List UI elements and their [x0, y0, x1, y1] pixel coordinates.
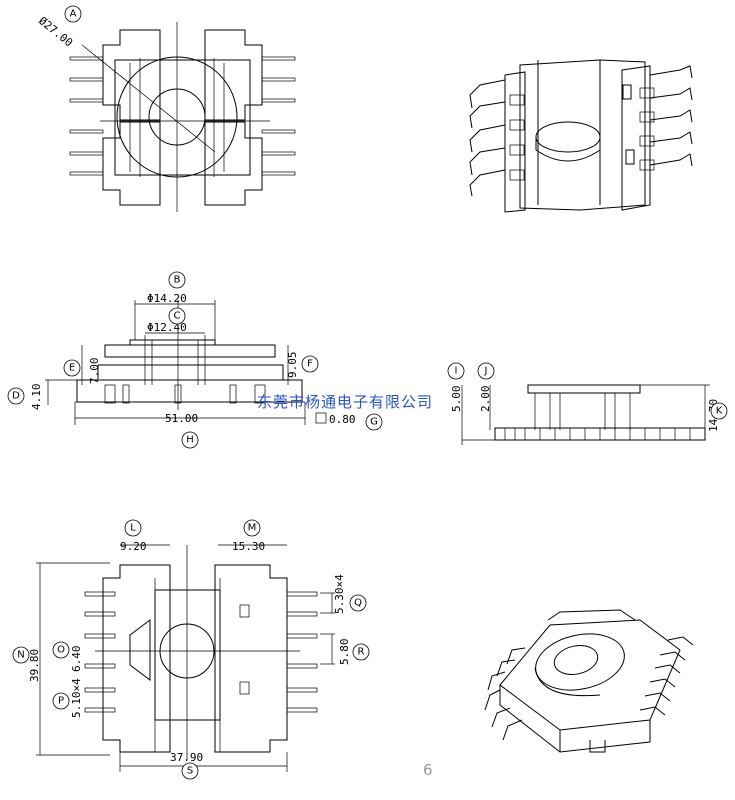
label-f: F [301, 355, 319, 373]
label-m: M [243, 519, 261, 537]
dim-4-10: 4.10 [30, 384, 43, 411]
dim-9-05: 9.05 [286, 352, 299, 379]
svg-text:L: L [130, 523, 136, 534]
svg-text:R: R [358, 647, 365, 658]
svg-text:E: E [69, 363, 75, 374]
page-number: 6 [423, 761, 433, 779]
label-j: J [477, 362, 495, 380]
svg-text:K: K [716, 406, 723, 417]
label-n: N [12, 646, 30, 664]
dim-9-20: 9.20 [120, 540, 147, 553]
label-e: E [63, 359, 81, 377]
label-g: G [365, 413, 383, 431]
dim-6-40: 6.40 [70, 646, 83, 673]
label-l: L [124, 519, 142, 537]
dim-37-90: 37.90 [170, 751, 203, 764]
top-view: Ø27.00 A [36, 5, 296, 212]
dim-5-10x4: 5.10×4 [70, 678, 83, 718]
front-view: Φ14.20 Φ12.40 7.00 9.05 4.10 51.00 0.80 … [7, 271, 383, 449]
label-i: I [447, 362, 465, 380]
label-p: P [52, 692, 70, 710]
dim-5-30x4: 5.30×4 [333, 574, 346, 614]
svg-text:J: J [484, 366, 488, 377]
dim-5-80: 5.80 [338, 639, 351, 666]
svg-text:M: M [248, 523, 257, 534]
label-h: H [181, 431, 199, 449]
label-o: O [52, 641, 70, 659]
dim-phi-14-20: Φ14.20 [147, 292, 187, 305]
label-d: D [7, 387, 25, 405]
svg-text:P: P [58, 696, 64, 707]
svg-text:I: I [455, 366, 458, 377]
svg-text:G: G [370, 417, 378, 428]
dim-7-00: 7.00 [88, 358, 101, 385]
label-r: R [352, 643, 370, 661]
svg-text:C: C [174, 311, 181, 322]
svg-text:N: N [17, 650, 24, 661]
bottom-view: 9.20 15.30 39.80 6.40 5.10×4 5.30×4 5.80… [12, 519, 370, 780]
dim-2-00: 2.00 [479, 386, 492, 413]
iso-view-bottom [484, 609, 694, 753]
label-k: K [710, 402, 728, 420]
dim-0-80: 0.80 [329, 413, 356, 426]
dim-15-30: 15.30 [232, 540, 265, 553]
svg-text:Q: Q [354, 598, 362, 609]
svg-text:B: B [174, 275, 181, 286]
label-b: B [168, 271, 186, 289]
svg-text:H: H [186, 435, 194, 446]
svg-text:A: A [70, 9, 77, 20]
dim-51-00: 51.00 [165, 412, 198, 425]
svg-text:S: S [187, 766, 193, 777]
iso-view-top [469, 59, 693, 213]
svg-text:O: O [57, 645, 65, 656]
dim-5-00: 5.00 [450, 386, 463, 413]
label-s: S [181, 762, 199, 780]
label-a: A [64, 5, 82, 23]
watermark: 东莞市杨通电子有限公司 [257, 393, 433, 411]
dim-39-80: 39.80 [28, 649, 41, 682]
svg-text:D: D [12, 391, 20, 402]
label-q: Q [349, 594, 367, 612]
side-view: 5.00 2.00 14.70 I J K [447, 362, 728, 445]
svg-text:F: F [307, 359, 313, 370]
label-c: C [168, 307, 186, 325]
